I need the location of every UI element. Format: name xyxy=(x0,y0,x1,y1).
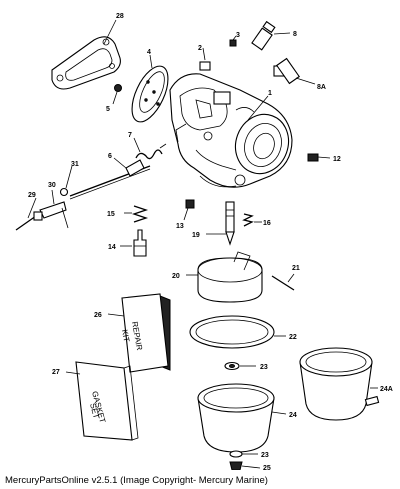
part-21-pin[interactable] xyxy=(271,273,295,291)
callout-19: 19 xyxy=(192,232,200,239)
callout-12: 12 xyxy=(333,156,341,163)
part-24-float-bowl[interactable] xyxy=(197,383,287,453)
part-29-screw[interactable] xyxy=(15,197,43,231)
callout-14: 14 xyxy=(108,244,116,251)
callout-5: 5 xyxy=(106,106,110,113)
part-27-gasket-set[interactable]: GASKET SET xyxy=(65,361,139,441)
part-5-screw[interactable] xyxy=(112,84,122,105)
callout-21: 21 xyxy=(292,265,300,272)
callout-25: 25 xyxy=(263,465,271,470)
callout-24: 24 xyxy=(289,412,297,419)
callout-2: 2 xyxy=(198,45,202,52)
part-2-nut[interactable] xyxy=(199,47,211,71)
callout-29: 29 xyxy=(28,192,36,199)
part-20-float[interactable] xyxy=(186,251,263,303)
callout-15: 15 xyxy=(107,211,115,218)
part-7-spring[interactable] xyxy=(133,137,167,160)
callout-8: 8 xyxy=(293,31,297,38)
callout-1: 1 xyxy=(268,90,272,97)
copyright-caption: MercuryPartsOnline v2.5.1 (Image Copyrig… xyxy=(5,475,268,486)
part-23-washer[interactable] xyxy=(224,361,256,371)
callout-27: 27 xyxy=(52,369,60,376)
part-19-needle[interactable] xyxy=(206,201,235,246)
callout-30: 30 xyxy=(48,182,56,189)
part-12-screw[interactable] xyxy=(307,153,331,162)
callout-7: 7 xyxy=(128,132,132,139)
callout-13: 13 xyxy=(176,223,184,230)
part-25-screw[interactable] xyxy=(229,461,261,470)
part-16-spring[interactable] xyxy=(242,213,262,227)
part-15-spring[interactable] xyxy=(124,205,149,223)
part-8-fitting[interactable] xyxy=(251,20,291,51)
callout-23-bottom: 23 xyxy=(261,452,269,459)
callout-16: 16 xyxy=(263,220,271,227)
callout-28: 28 xyxy=(116,13,124,20)
part-24A-float-bowl[interactable] xyxy=(299,347,380,421)
callout-3: 3 xyxy=(236,32,240,39)
part-4-cover-plate[interactable] xyxy=(125,54,176,127)
part-1-carburetor-body[interactable] xyxy=(169,73,297,188)
part-6-shaft[interactable] xyxy=(69,157,151,200)
callout-22: 22 xyxy=(289,334,297,341)
set-label: SET xyxy=(88,402,101,419)
callout-20: 20 xyxy=(172,273,180,280)
callout-31: 31 xyxy=(71,161,79,168)
callout-26: 26 xyxy=(94,312,102,319)
exploded-parts-diagram: REPAIR KIT GASKET SET xyxy=(15,13,393,470)
part-3-nut[interactable] xyxy=(229,35,237,47)
part-26-repair-kit[interactable]: REPAIR KIT xyxy=(107,293,171,373)
part-23-washer-bottom[interactable] xyxy=(229,450,258,458)
kit-label: KIT xyxy=(120,329,131,343)
part-22-gasket[interactable] xyxy=(189,315,286,349)
callout-24A: 24A xyxy=(380,386,393,393)
part-28-gasket[interactable] xyxy=(51,19,121,90)
part-30-arm[interactable] xyxy=(39,189,69,229)
callout-6: 6 xyxy=(108,153,112,160)
part-31-lever[interactable] xyxy=(59,165,73,197)
callout-4: 4 xyxy=(147,49,151,56)
part-14-needle[interactable] xyxy=(120,229,147,257)
callout-23: 23 xyxy=(260,364,268,371)
callout-8A: 8A xyxy=(317,84,326,91)
part-13-screw[interactable] xyxy=(183,199,195,221)
part-8A-fitting[interactable] xyxy=(273,57,316,85)
